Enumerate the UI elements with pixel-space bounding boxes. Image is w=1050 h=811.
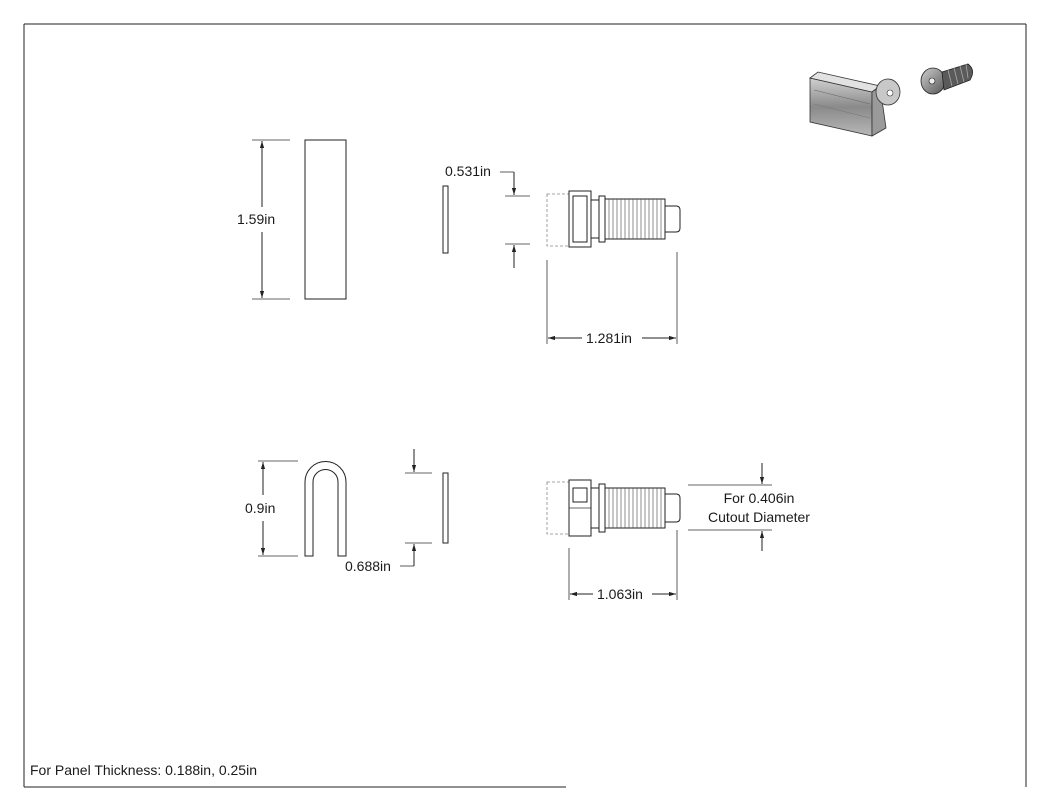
- panel-thickness-note: For Panel Thickness: 0.188in, 0.25in: [30, 762, 257, 778]
- stud-thread-lines: [608, 199, 662, 239]
- clip-side-view: [258, 460, 347, 557]
- stud-short-length-dimension: 1.063in: [597, 586, 643, 602]
- clip-side-height-dimension: 0.9in: [245, 500, 275, 516]
- stud-length-dimension: 1.281in: [586, 330, 632, 346]
- stud-side-view: [546, 190, 681, 344]
- clip-width-dimension: 0.688in: [345, 558, 391, 574]
- cutout-diameter-label-line1: For 0.406in: [724, 490, 795, 506]
- cutout-diameter-label-line2: Cutout Diameter: [708, 509, 810, 525]
- clip-height-dimension: 1.59in: [237, 211, 275, 227]
- washer-side-view: [442, 171, 530, 268]
- washer-height-dimension: 0.531in: [445, 163, 491, 179]
- stud-short-thread-lines: [608, 488, 662, 528]
- drawing-frame: [23, 23, 1027, 788]
- stud-short-side-view: [546, 463, 772, 600]
- isometric-assembly-view: [809, 63, 973, 137]
- clip-front-view: [252, 139, 347, 300]
- washer-edge-view: [400, 449, 449, 567]
